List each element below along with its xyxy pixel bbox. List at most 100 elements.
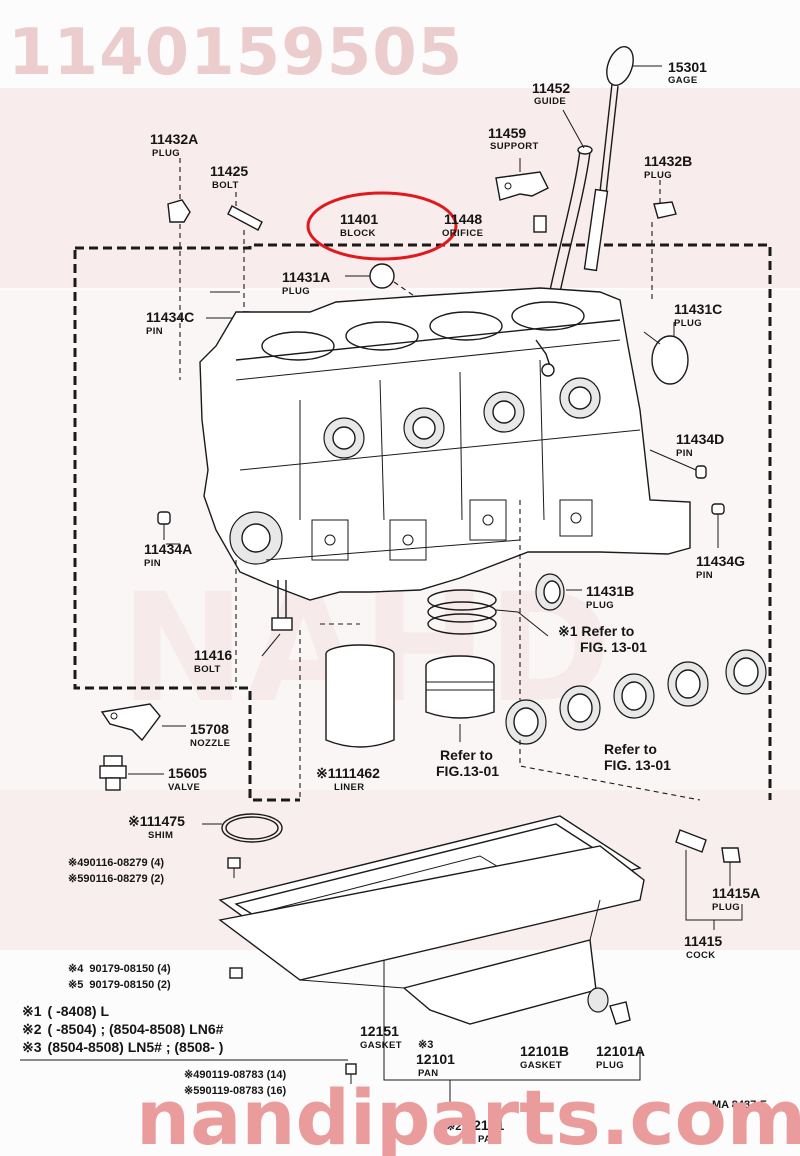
label-plug-11431c-number: 11431C [674,301,722,317]
label-plug-12101a-number: 12101A [596,1043,645,1059]
footnote-2: ※2( -8504) ; (8504-8508) LN6# [22,1021,224,1037]
bolt-ref-1: ※590116-08279 (2) [68,873,164,885]
label-plug-11431a-name: PLUG [282,286,310,297]
plug-11432a-part [167,158,191,380]
liner-part [320,623,395,748]
label-block-name: BLOCK [340,228,376,239]
label-rings-ref-2: FIG. 13-01 [580,639,647,655]
plug-11431a-part [345,263,421,301]
label-plug-11415a-number: 11415A [712,885,760,901]
bearings-part [505,500,767,801]
label-piston-ref-1: Refer to [440,747,493,763]
leader-4 [643,331,661,345]
label-shim-name: SHIM [148,830,173,841]
label-cock-name: COCK [686,950,716,961]
label-bolt-11425-name: BOLT [212,180,239,191]
footnote-3: ※3(8504-8508) LN5# ; (8508- ) [22,1039,223,1055]
label-gage-number: 15301 [668,59,707,75]
piston-rings-part [427,589,549,637]
label-orifice-name: ORIFICE [442,228,483,239]
label-block-number: 11401 [340,211,378,227]
label-pin-11434d-number: 11434D [676,431,724,447]
label-gasket-12101b-name: GASKET [520,1060,562,1071]
label-support-name: SUPPORT [490,141,539,152]
label-shim-number: ※111475 [128,813,185,829]
pan-bolt-lower-part [345,1063,357,1084]
label-pan2-name: PAN [478,1134,499,1145]
oil-pan-part [218,845,645,1025]
label-bearings-ref-2: FIG. 13-01 [604,757,671,773]
pin-11434d-part [695,465,707,479]
leader-5 [649,449,697,471]
label-bolt-11425-number: 11425 [210,163,248,179]
nozzle-part [100,703,186,742]
plug-11432b-part [651,180,677,300]
engine-block-part [199,287,691,601]
label-plug-11432b-name: PLUG [644,170,672,181]
bolt-ref-5: ※590119-08783 (16) [184,1085,287,1097]
label-pan-number: 12101 [416,1051,455,1067]
label-plug-11432a-number: 11432A [150,131,198,147]
label-nozzle-number: 15708 [190,721,229,737]
gage-part [583,46,662,272]
block-highlight [306,191,458,261]
label-support-number: 11459 [488,125,526,141]
label-plug-11432a-name: PLUG [152,148,180,159]
label-plug-11432b-number: 11432B [644,153,692,169]
plug-11431c-part [651,322,689,385]
label-gage-name: GAGE [668,75,698,86]
label-pin-11434a-number: 11434A [144,541,192,557]
label-guide-number: 11452 [532,80,570,96]
bolt-11425-part [227,192,263,318]
label-gasket-12151-name: GASKET [360,1040,402,1051]
plug-11415a-part [721,847,741,886]
frame-top-right [75,243,772,800]
label-pan-name: PAN [418,1068,439,1079]
cock-part [675,829,743,930]
label-bolt-11416-name: BOLT [194,664,221,675]
bolt-ref-0: ※490116-08279 (4) [68,857,164,869]
label-cock-number: 11415 [684,933,722,949]
pin-11434a-part [157,511,171,540]
piston-part [425,655,495,742]
label-valve-name: VALVE [168,782,200,793]
label-plug-11431a-number: 11431A [282,269,330,285]
label-pin-11434a-name: PIN [144,558,161,569]
label-liner-number: ※1111462 [316,765,380,781]
diagram-id: MA 8487-F [712,1099,767,1111]
label-rings-ref-1: ※1 Refer to [558,623,634,639]
label-pin-11434c-number: 11434C [146,309,194,325]
bolt-11416-part [261,580,293,657]
watermark-number: 1140159505 [8,16,463,90]
pan-bracket [383,960,641,1081]
label-pin-11434c-name: PIN [146,326,163,337]
label-pin-11434g-name: PIN [696,570,713,581]
label-bolt-11416-number: 11416 [194,647,232,663]
drain-plug-part [587,987,631,1025]
pan-bolt-middle-part [229,967,243,979]
label-pan-mark: ※3 [418,1039,433,1051]
orifice-part [533,215,547,233]
pin-11434g-part [711,503,725,548]
label-pin-11434g-number: 11434G [696,553,745,569]
label-guide-name: GUIDE [534,96,566,107]
label-plug-11431c-name: PLUG [674,318,702,329]
plug-11431b-part [535,573,582,611]
label-valve-number: 15605 [168,765,207,781]
support-part [495,158,549,201]
pan-bolt-upper-part [227,857,241,878]
label-pin-11434d-name: PIN [676,448,693,459]
label-bearings-ref-1: Refer to [604,741,657,757]
footnote-1: ※1( -8408) L [22,1003,109,1019]
label-liner-name: LINER [334,782,365,793]
label-orifice-number: 11448 [444,211,482,227]
label-plug-11415a-name: PLUG [712,902,740,913]
label-gasket-12151-number: 12151 [360,1023,399,1039]
label-nozzle-name: NOZZLE [190,738,230,749]
valve-part [99,755,164,791]
label-plug-11431b-name: PLUG [586,600,614,611]
